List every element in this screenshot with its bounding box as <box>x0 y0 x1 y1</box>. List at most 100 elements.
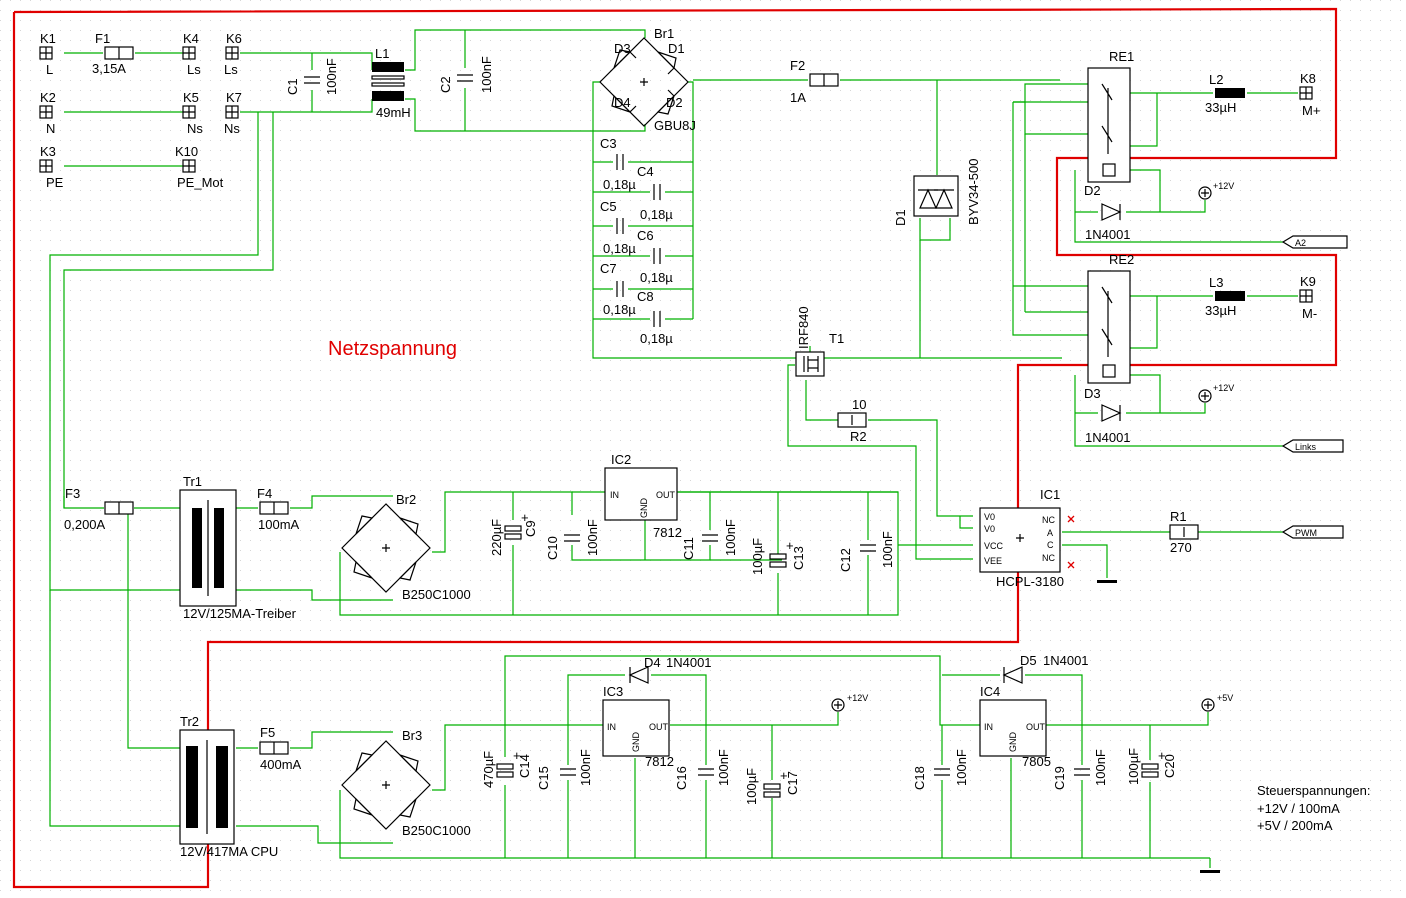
fuse-f5[interactable]: F5 400mA <box>259 725 302 772</box>
transformer-tr1[interactable]: Tr1 12V/125MA-Treiber <box>179 474 297 621</box>
fuse-f3[interactable]: F3 0,200A <box>64 486 134 532</box>
fuse-f2[interactable]: F2 1A <box>790 58 839 105</box>
bridge-diode-d3: D3 <box>614 41 631 56</box>
capacitor-c8[interactable]: C8 0,18µ <box>637 289 673 346</box>
transistor-t1[interactable]: T1 IRF840 <box>795 306 844 377</box>
capacitor-c14[interactable]: + C14 470µF <box>481 748 532 788</box>
terminal-k2[interactable]: K2 N <box>39 90 56 136</box>
capacitor-c13[interactable]: + C13 100µF <box>750 538 806 575</box>
capacitor-c7[interactable]: C7 0,18µ <box>600 261 636 317</box>
inductor-l3[interactable]: L3 33µH <box>1205 275 1245 318</box>
relay-ref: RE1 <box>1109 49 1134 64</box>
terminal-ref: K9 <box>1300 274 1316 289</box>
ic1-optocoupler[interactable]: V0 V0 VCC VEE NC A C NC IC1 HCPL-3180 <box>979 487 1075 589</box>
relay-re2[interactable]: RE2 <box>1087 252 1134 384</box>
terminal-k6[interactable]: K6 Ls <box>224 31 242 77</box>
resistor-r2[interactable]: 10 R2 <box>837 397 867 444</box>
ic3-regulator[interactable]: IN OUT GND IC3 7812 <box>602 684 674 769</box>
diode-d2[interactable]: D2 1N4001 <box>1084 183 1131 242</box>
ic-value: 7812 <box>653 525 682 540</box>
fuse-ref: F3 <box>65 486 80 501</box>
inductor-value: 33µH <box>1205 100 1236 115</box>
svg-text:+: + <box>513 748 521 763</box>
inductor-l2[interactable]: L2 33µH <box>1205 72 1245 115</box>
terminal-ref: K7 <box>226 90 242 105</box>
capacitor-c2[interactable]: C2 100nF <box>438 56 494 93</box>
capacitor-c16[interactable]: C16 100nF <box>674 749 731 790</box>
diode-value: 1N4001 <box>666 655 712 670</box>
diode-ref: D4 <box>644 655 661 670</box>
transformer-ref: Tr2 <box>180 714 199 729</box>
capacitor-c15[interactable]: C15 100nF <box>536 749 593 790</box>
terminal-ref: K10 <box>175 144 198 159</box>
terminal-k4[interactable]: K4 Ls <box>182 31 201 77</box>
diode-value: 1N4001 <box>1085 227 1131 242</box>
capacitor-c3[interactable]: C3 0,18µ <box>600 136 636 192</box>
bridge-br3[interactable]: Br3 B250C1000 <box>341 728 471 838</box>
terminal-k9[interactable]: K9 M- <box>1299 274 1317 321</box>
capacitor-c20[interactable]: + C20 100µF <box>1126 748 1177 785</box>
capacitor-c1[interactable]: C1 100nF <box>285 58 339 95</box>
capacitor-ref: C1 <box>285 78 300 95</box>
inductor-l1[interactable]: L1 49mH <box>371 46 411 120</box>
inductor-value: 49mH <box>376 105 411 120</box>
terminal-label: PE_Mot <box>177 175 224 190</box>
fuse-f4[interactable]: F4 100mA <box>257 486 300 532</box>
capacitor-ref: C14 <box>517 754 532 778</box>
fuse-value: 400mA <box>260 757 302 772</box>
terminal-label: M+ <box>1302 103 1320 118</box>
terminal-label: M- <box>1302 306 1317 321</box>
capacitor-ref: C11 <box>681 537 696 560</box>
bridge-value: B250C1000 <box>402 587 471 602</box>
capacitor-c17[interactable]: + C17 100µF <box>744 768 800 805</box>
transformer-tr2[interactable]: Tr2 12V/417MA CPU <box>179 714 278 859</box>
capacitor-c18[interactable]: C18 100nF <box>912 749 969 790</box>
capacitor-c5[interactable]: C5 0,18µ <box>600 199 636 256</box>
terminal-k8[interactable]: K8 M+ <box>1299 71 1320 118</box>
bridge-br1[interactable]: Br1 GBU8J D3 D1 D4 D2 <box>599 26 696 133</box>
capacitor-c6[interactable]: C6 0,18µ <box>637 228 673 285</box>
signal-a2[interactable]: A2 <box>1281 235 1348 249</box>
diode-d1[interactable]: D1 BYV34-500 <box>893 159 981 227</box>
ic4-regulator[interactable]: IN OUT GND IC4 7805 <box>979 684 1051 769</box>
terminal-k1[interactable]: K1 L <box>39 31 56 77</box>
fuse-f1[interactable]: F1 3,15A <box>92 31 134 76</box>
ground-symbol <box>1200 870 1220 873</box>
signal-links[interactable]: Links <box>1281 439 1344 453</box>
capacitor-ref: C13 <box>791 546 806 570</box>
diode-d4[interactable]: D4 1N4001 <box>628 655 712 684</box>
bridge-ref: Br2 <box>396 492 416 507</box>
terminal-k7[interactable]: K7 Ns <box>224 90 242 136</box>
signal-pwm[interactable]: PWM <box>1281 525 1344 539</box>
ic2-regulator[interactable]: IN OUT GND IC2 7812 <box>604 452 682 540</box>
capacitor-c9[interactable]: + C9 220µF <box>489 510 538 556</box>
capacitor-ref: C18 <box>912 766 927 790</box>
capacitor-c4[interactable]: C4 0,18µ <box>637 164 673 222</box>
capacitor-c12[interactable]: C12 100nF <box>838 531 895 572</box>
fuse-value: 100mA <box>258 517 300 532</box>
diode-d3[interactable]: D3 1N4001 <box>1084 386 1131 445</box>
terminal-k3[interactable]: K3 PE <box>39 144 64 190</box>
inductor-ref: L3 <box>1209 275 1223 290</box>
terminal-k5[interactable]: K5 Ns <box>182 90 203 136</box>
capacitor-c19[interactable]: C19 100nF <box>1052 749 1108 790</box>
diode-d5[interactable]: D5 1N4001 <box>1002 653 1089 684</box>
relay-re1[interactable]: RE1 <box>1087 49 1134 183</box>
bridge-diode-d2: D2 <box>666 95 683 110</box>
fuse-value: 1A <box>790 90 806 105</box>
terminal-k10[interactable]: K10 PE_Mot <box>175 144 224 190</box>
capacitor-c10[interactable]: C10 100nF <box>545 519 600 560</box>
capacitor-c11[interactable]: C11 100nF <box>681 519 738 560</box>
ic-value: HCPL-3180 <box>996 574 1064 589</box>
bridge-value: GBU8J <box>654 118 696 133</box>
terminal-label: Ns <box>224 121 240 136</box>
ground-symbol <box>1097 580 1117 583</box>
fuse-ref: F2 <box>790 58 805 73</box>
bridge-diode-d4: D4 <box>614 95 631 110</box>
ic-pin-in: IN <box>984 722 993 732</box>
resistor-r1[interactable]: R1 270 <box>1169 509 1199 555</box>
bridge-br2[interactable]: Br2 B250C1000 <box>341 492 471 602</box>
transformer-ref: Tr1 <box>183 474 202 489</box>
ic-pin-out: OUT <box>656 490 676 500</box>
supply-12v-c: +12V <box>831 693 868 712</box>
